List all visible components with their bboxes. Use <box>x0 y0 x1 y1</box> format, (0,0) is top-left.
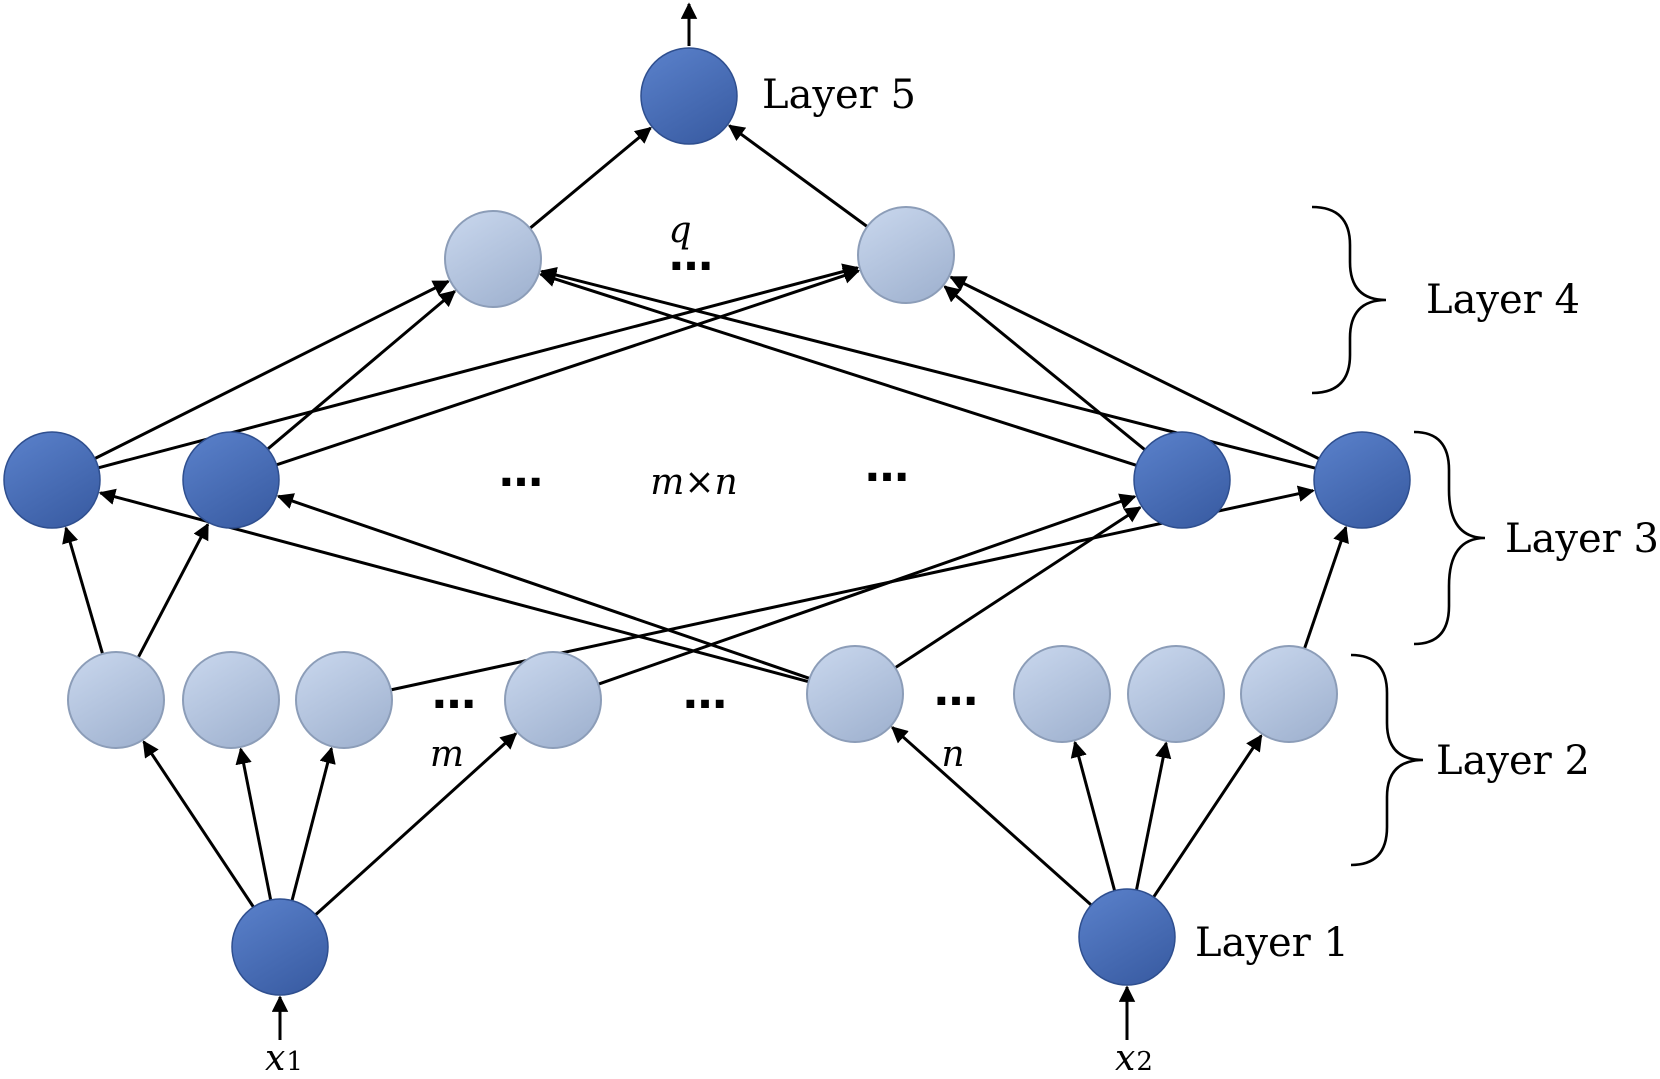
input-x2-label: x2 <box>1115 1038 1153 1079</box>
mxn-label: m×n <box>650 462 738 503</box>
layer2-node-7 <box>1127 645 1225 743</box>
n-label: n <box>941 734 964 775</box>
input-x1-label: x1 <box>265 1038 303 1079</box>
edge-4 <box>314 732 518 916</box>
edge-6 <box>1070 740 1117 892</box>
layer2-ellipsis-n: … <box>934 665 978 716</box>
layer2-label: Layer 2 <box>1436 738 1590 784</box>
edge-1 <box>142 740 255 908</box>
layer3-brace <box>1413 430 1486 646</box>
layer4-brace <box>1311 205 1387 395</box>
layer3-node-3 <box>1133 431 1231 529</box>
layer2-node-4 <box>504 651 602 749</box>
q-label: q <box>668 210 691 251</box>
edge-24 <box>949 275 1320 461</box>
layer2-brace <box>1350 653 1424 867</box>
edge-16 <box>1303 525 1349 650</box>
edge-2 <box>235 747 273 901</box>
edge-15 <box>894 506 1142 669</box>
layer5-label: Layer 5 <box>762 72 916 118</box>
layer3-node-2 <box>182 431 280 529</box>
layer4-ellipsis: … <box>669 230 713 281</box>
layer3-node-1 <box>3 431 101 529</box>
layer1-node-2 <box>1078 888 1176 986</box>
edge-19 <box>266 290 457 451</box>
edge-12 <box>597 493 1137 686</box>
layer1-label: Layer 1 <box>1195 920 1349 966</box>
edge-8 <box>1152 734 1263 898</box>
layer2-nodes <box>67 645 1338 749</box>
edge-5 <box>891 726 1093 907</box>
edge-17 <box>94 280 450 460</box>
m-label: m <box>430 734 464 775</box>
layer2-node-1 <box>67 651 165 749</box>
edge-20 <box>276 267 861 467</box>
layer2-node-3 <box>295 651 393 749</box>
edge-9 <box>62 526 105 655</box>
edge-26 <box>728 124 869 228</box>
layer2-node-5 <box>806 645 904 743</box>
edge-10 <box>136 522 210 659</box>
layer3-ellipsis-right: … <box>865 441 909 492</box>
layer3-nodes <box>3 431 1411 529</box>
layer5-node <box>640 47 738 145</box>
edge-14 <box>276 493 811 680</box>
edge-7 <box>1135 741 1172 891</box>
layer4-nodes <box>444 206 955 308</box>
edges-group <box>62 2 1349 1040</box>
layer5-nodes <box>640 47 738 145</box>
layer3-label: Layer 3 <box>1505 516 1659 562</box>
layer2-ellipsis-m: … <box>432 668 476 719</box>
edge-22 <box>943 285 1146 451</box>
layer4-node-2 <box>857 206 955 304</box>
edge-25 <box>528 126 652 230</box>
layer3-ellipsis-left: … <box>499 446 543 497</box>
layer3-node-4 <box>1313 431 1411 529</box>
layer1-nodes <box>231 888 1176 996</box>
layer1-node-1 <box>231 898 329 996</box>
layer4-node-1 <box>444 210 542 308</box>
layer2-node-2 <box>182 651 280 749</box>
edge-21 <box>539 270 1137 467</box>
layer2-ellipsis-middle: … <box>683 668 727 719</box>
layer2-node-6 <box>1013 645 1111 743</box>
layer4-label: Layer 4 <box>1426 277 1580 323</box>
layer2-node-8 <box>1240 645 1338 743</box>
edge-3 <box>290 746 336 901</box>
